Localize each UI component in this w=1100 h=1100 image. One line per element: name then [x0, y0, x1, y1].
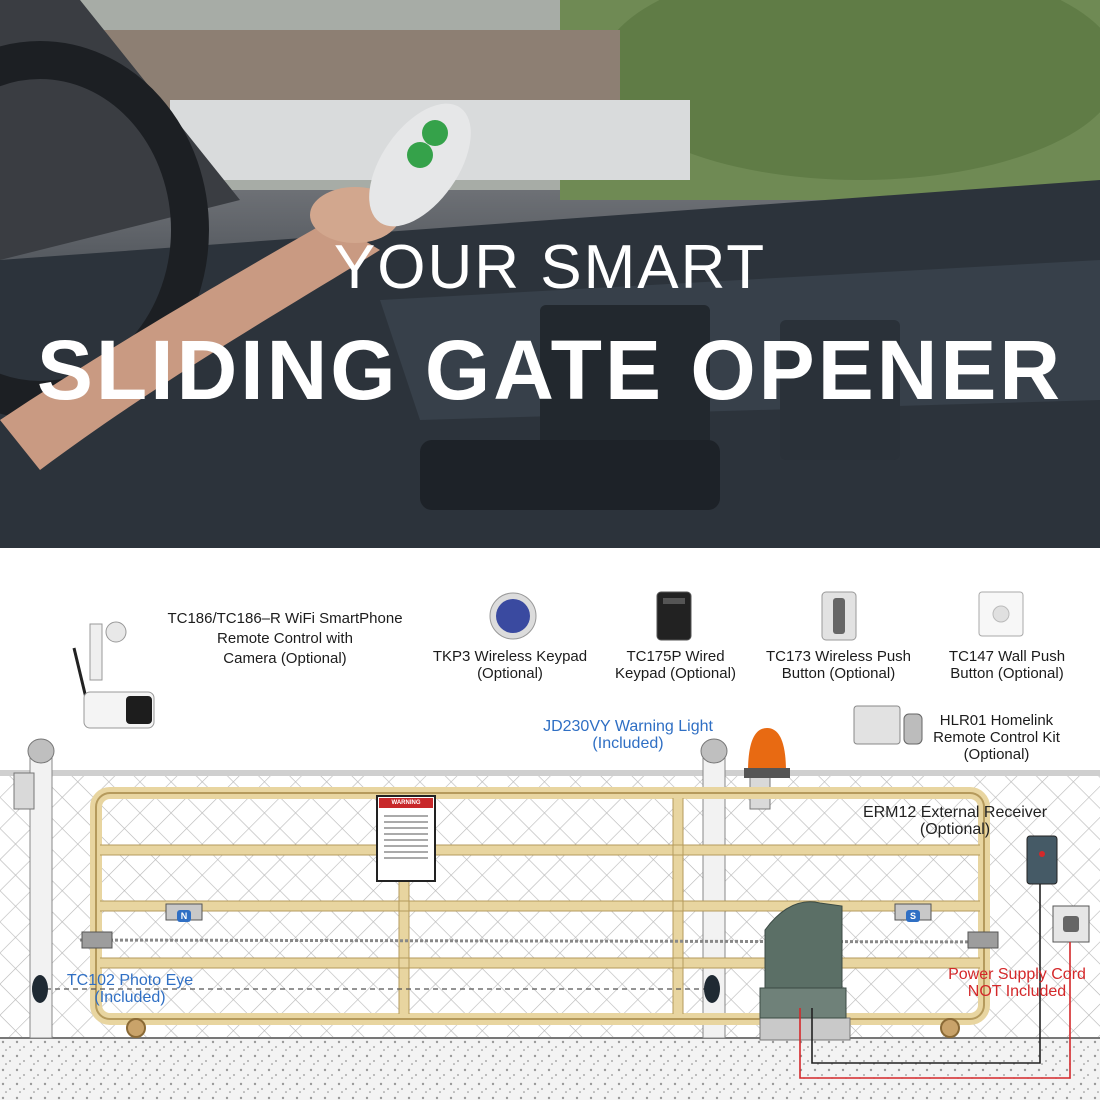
homelink-label: HLR01 Homelink Remote Control Kit (Optio…: [933, 712, 1060, 763]
power-outlet-icon: [1052, 905, 1090, 943]
warning-light-label: JD230VY Warning Light (Included): [543, 718, 713, 752]
wall-push-button-label: TC147 Wall Push Button (Optional): [948, 648, 1066, 682]
homelink-kit-icon: [853, 705, 923, 745]
wired-keypad-label: TC175P Wired Keypad (Optional): [615, 648, 736, 682]
warning-sign-title: WARNING: [391, 800, 421, 806]
receiver-label: ERM12 External Receiver (Optional): [862, 804, 1048, 838]
gate-diagram-drawing: [0, 728, 1100, 1100]
camera-label: TC186/TC186–R WiFi SmartPhone Remote Con…: [167, 610, 403, 667]
wireless-keypad-icon: [489, 592, 537, 640]
wired-keypad-icon: [656, 591, 692, 641]
warning-light-icon: [744, 728, 790, 778]
magnet-n-label: N: [180, 911, 188, 921]
warning-sign: [376, 795, 436, 882]
hero-title-line2: SLIDING GATE OPENER: [36, 323, 1064, 417]
power-cord-label: Power Supply Cord NOT Included: [948, 966, 1086, 1000]
hero-banner: YOUR SMART SLIDING GATE OPENER: [0, 0, 1100, 548]
wiring: [799, 884, 1071, 1079]
wireless-push-button-label: TC173 Wireless Push Button (Optional): [765, 648, 912, 682]
wireless-push-button-icon: [821, 591, 857, 641]
gear-rack: [79, 938, 1001, 944]
ground: [0, 1038, 1100, 1100]
remote-fob-icon: [369, 103, 471, 227]
wall-push-button-icon: [978, 591, 1024, 637]
left-post: [13, 738, 55, 1039]
limit-magnet-n: [165, 903, 203, 922]
wireless-keypad-label: TKP3 Wireless Keypad (Optional): [432, 648, 588, 682]
photo-eye-label: TC102 Photo Eye (Included): [66, 972, 194, 1006]
limit-magnet-s: [894, 903, 932, 922]
magnet-s-label: S: [909, 911, 916, 921]
photo-eye-icon: [32, 975, 720, 1003]
car-interior-photo: [0, 0, 1100, 548]
installation-diagram: TC186/TC186–R WiFi SmartPhone Remote Con…: [0, 548, 1100, 1100]
gate-opener-motor: [759, 901, 851, 1041]
hero-title-line1: YOUR SMART: [333, 233, 767, 302]
external-receiver-icon: [1026, 835, 1058, 885]
wifi-camera-icon: [72, 621, 155, 729]
